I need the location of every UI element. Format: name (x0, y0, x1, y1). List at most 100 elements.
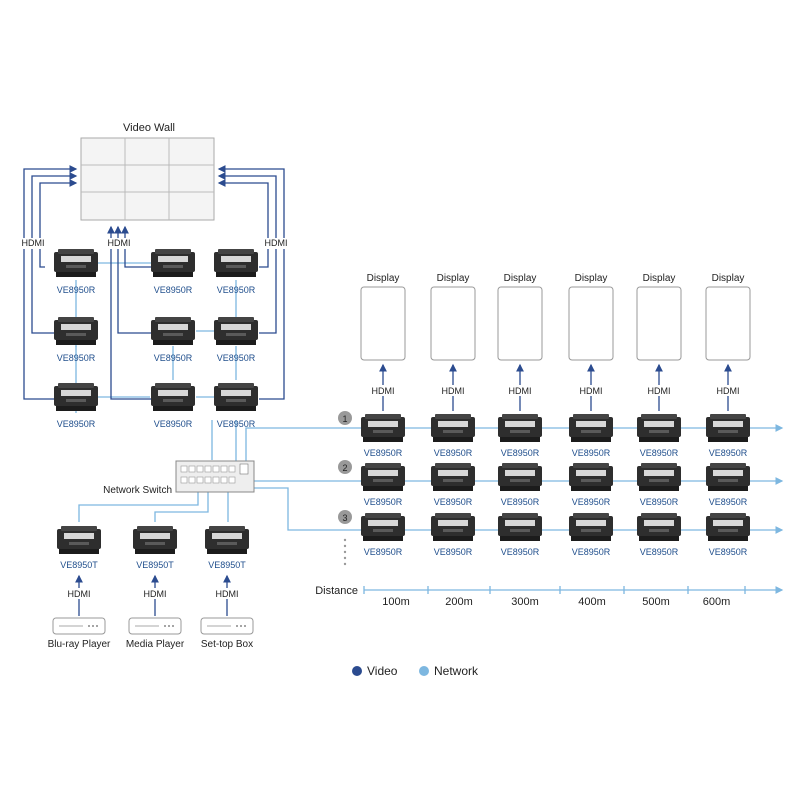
hdmi-line (107, 225, 151, 400)
hdmi-label-bg (369, 385, 397, 396)
receiver-label: VE8950R (501, 497, 540, 507)
video-wall (80, 137, 215, 221)
legend-label: Video (367, 664, 398, 678)
receiver-label: VE8950R (57, 353, 96, 363)
source-device-dot (240, 625, 242, 627)
receiver-device-icon (498, 513, 542, 541)
receiver-device-icon (214, 249, 258, 277)
receiver-device-icon (54, 249, 98, 277)
chain-number: 3 (342, 513, 347, 523)
switch-port (188, 476, 196, 484)
receiver-device-icon (151, 317, 195, 345)
video-wall-title: Video Wall (123, 122, 175, 134)
hdmi-label-bg (105, 238, 133, 249)
receiver-label: VE8950R (57, 285, 96, 295)
receiver-label: VE8950R (364, 448, 403, 458)
display-icon (636, 286, 682, 361)
receiver-label: VE8950R (434, 497, 473, 507)
receiver-label: VE8950R (364, 497, 403, 507)
cable-line (154, 492, 209, 522)
switch-port (228, 465, 236, 473)
hdmi-label: HDMI (509, 386, 532, 396)
distance-label: Distance (315, 585, 358, 597)
hdmi-label-bg (439, 385, 467, 396)
transmitter-label: VE8950T (136, 560, 174, 570)
receiver-device-icon (569, 463, 613, 491)
transmitter-device-icon (57, 526, 101, 554)
hdmi-label-bg (645, 385, 673, 396)
hdmi-label: HDMI (22, 238, 45, 248)
receiver-device-icon (569, 414, 613, 442)
receiver-device-icon (706, 414, 750, 442)
receiver-label: VE8950R (154, 353, 193, 363)
distance-value: 200m (445, 596, 473, 608)
source-label: Media Player (126, 639, 185, 650)
switch-port (212, 476, 220, 484)
source-device-dot (92, 625, 94, 627)
hdmi-label: HDMI (108, 238, 131, 248)
receiver-label: VE8950R (217, 353, 256, 363)
distance-value: 500m (642, 596, 670, 608)
transmitter-label: VE8950T (208, 560, 246, 570)
display-icon (568, 286, 614, 361)
receiver-label: VE8950R (709, 448, 748, 458)
transmitter-device-icon (133, 526, 177, 554)
continuation-dot (343, 556, 347, 560)
receiver-label: VE8950R (572, 497, 611, 507)
hdmi-label-bg (213, 588, 241, 599)
distance-value: 400m (578, 596, 606, 608)
receiver-device-icon (214, 317, 258, 345)
continuation-dot (343, 538, 347, 542)
display-label: Display (504, 273, 537, 284)
continuation-dot (343, 550, 347, 554)
receiver-label: VE8950R (640, 547, 679, 557)
receiver-label: VE8950R (501, 547, 540, 557)
source-device-dot (96, 625, 98, 627)
hdmi-label-bg (506, 385, 534, 396)
receiver-label: VE8950R (572, 547, 611, 557)
receiver-device-icon (54, 317, 98, 345)
hdmi-label: HDMI (580, 386, 603, 396)
hdmi-label-bg (577, 385, 605, 396)
receiver-device-icon (637, 414, 681, 442)
receiver-device-icon (498, 414, 542, 442)
receiver-label: VE8950R (501, 448, 540, 458)
chain-number-badge (338, 411, 352, 425)
hdmi-label-bg (714, 385, 742, 396)
receiver-device-icon (431, 414, 475, 442)
switch-port (196, 476, 204, 484)
hdmi-line (217, 179, 269, 268)
continuation-dot (343, 562, 347, 566)
receiver-label: VE8950R (154, 419, 193, 429)
transmitter-device-icon (205, 526, 249, 554)
switch-port (220, 476, 228, 484)
receiver-label: VE8950R (217, 419, 256, 429)
display-label: Display (367, 273, 400, 284)
hdmi-label: HDMI (372, 386, 395, 396)
legend-swatch (419, 666, 429, 676)
hdmi-label: HDMI (442, 386, 465, 396)
hdmi-label: HDMI (717, 386, 740, 396)
receiver-label: VE8950R (640, 497, 679, 507)
network-switch-label: Network Switch (103, 485, 172, 496)
cable-line (78, 492, 199, 522)
source-device-dot (244, 625, 246, 627)
switch-port (188, 465, 196, 473)
hdmi-line (31, 172, 78, 334)
hdmi-label: HDMI (265, 238, 288, 248)
source-device-dot (164, 625, 166, 627)
receiver-device-icon (706, 463, 750, 491)
receiver-device-icon (361, 513, 405, 541)
hdmi-label-bg (262, 238, 290, 249)
hdmi-line (114, 225, 151, 334)
source-device-dot (172, 625, 174, 627)
receiver-device-icon (431, 463, 475, 491)
hdmi-label-bg (141, 588, 169, 599)
switch-port (204, 465, 212, 473)
switch-port (180, 476, 188, 484)
receiver-device-icon (569, 513, 613, 541)
receiver-label: VE8950R (709, 547, 748, 557)
receiver-device-icon (361, 463, 405, 491)
source-device-dot (236, 625, 238, 627)
hdmi-label-bg (19, 238, 47, 249)
